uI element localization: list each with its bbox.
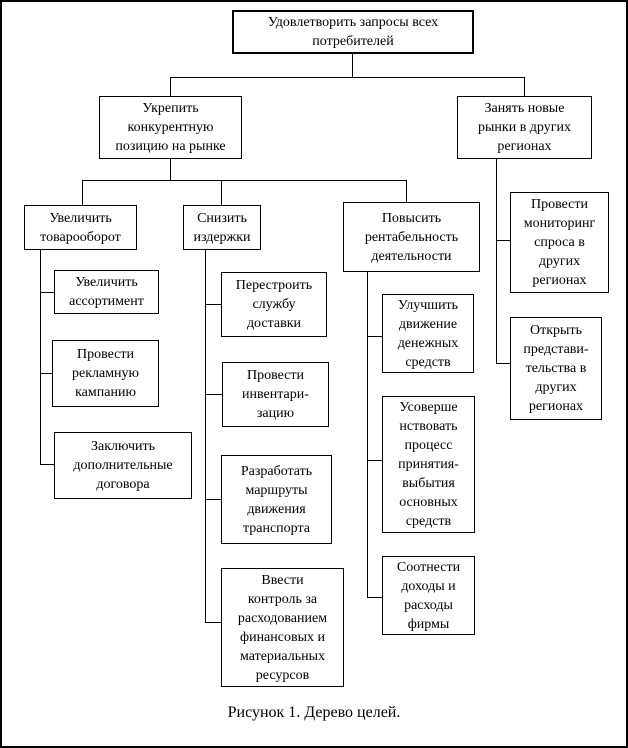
connector-line <box>170 77 525 78</box>
connector-line <box>170 77 171 96</box>
connector-line <box>367 336 382 337</box>
node-extra-contracts: Заключить дополнительные договора <box>54 432 192 499</box>
node-assets-process: Усоверше нствовать процесс принятия- выб… <box>382 396 475 533</box>
node-increase-turnover: Увеличить товарооборот <box>24 205 137 250</box>
connector-line <box>40 292 54 293</box>
node-transport-routes: Разработать маршруты движения транспорта <box>221 455 332 544</box>
node-spending-control: Ввести контроль за расходованием финансо… <box>221 568 344 687</box>
node-demand-monitoring: Провести мониторинг спроса в других реги… <box>510 192 609 293</box>
node-inventory: Провести инвентари- зацию <box>222 362 329 427</box>
connector-line <box>367 272 368 597</box>
node-ad-campaign: Провести рекламную кампанию <box>52 340 159 407</box>
node-open-offices: Открыть представи- тельства в других рег… <box>510 317 602 420</box>
connector-line <box>82 180 83 205</box>
node-reduce-costs: Снизить издержки <box>183 205 261 250</box>
connector-line <box>367 460 382 461</box>
connector-line <box>40 250 41 464</box>
connector-line <box>352 54 353 77</box>
connector-line <box>40 373 52 374</box>
connector-line <box>205 250 206 622</box>
node-increase-assortment: Увеличить ассортимент <box>54 270 159 314</box>
connector-line <box>406 180 407 202</box>
figure-caption: Рисунок 1. Дерево целей. <box>227 704 401 721</box>
node-cash-flow: Улучшить движение денежных средств <box>382 294 474 373</box>
connector-line <box>205 622 221 623</box>
node-strengthen-position: Укрепить конкурентную позицию на рынке <box>99 96 242 159</box>
node-root: Удовлетворить запросы всех потребителей <box>232 10 474 54</box>
connector-line <box>496 159 497 364</box>
connector-line <box>205 304 221 305</box>
connector-line <box>524 77 525 96</box>
connector-line <box>496 240 510 241</box>
connector-line <box>40 464 54 465</box>
connector-line <box>221 180 222 205</box>
node-rebuild-delivery: Перестроить службу доставки <box>221 272 327 337</box>
node-increase-profitability: Повысить рентабельность деятельности <box>343 202 480 272</box>
connector-line <box>205 499 221 500</box>
node-new-markets: Занять новые рынки в других регионах <box>457 96 592 159</box>
connector-line <box>82 180 407 181</box>
connector-line <box>496 363 510 364</box>
connector-line <box>367 597 382 598</box>
connector-line <box>205 394 222 395</box>
connector-line <box>170 159 171 180</box>
node-income-expense: Соотнести доходы и расходы фирмы <box>382 556 475 635</box>
